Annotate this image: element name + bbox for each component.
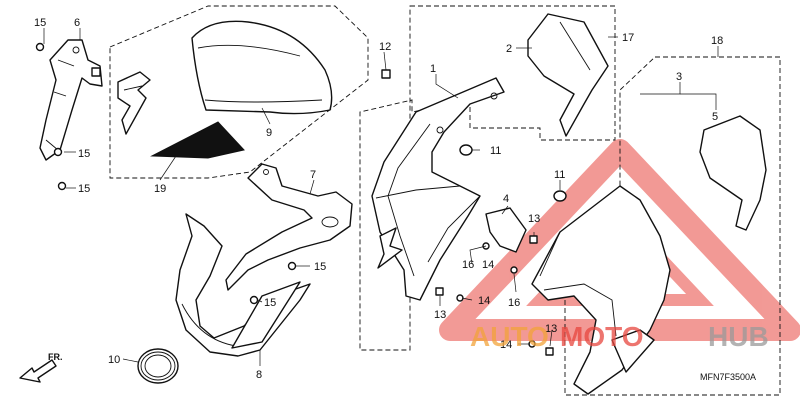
callout-14: 14	[500, 339, 512, 351]
callout-19: 19	[154, 183, 166, 195]
callout-15: 15	[314, 261, 326, 273]
leader-lines	[43, 28, 719, 366]
front-direction-arrow: FR.	[19, 352, 63, 383]
callout-11: 11	[554, 169, 565, 181]
part-17-inner-panel	[527, 13, 609, 137]
callout-1: 1	[430, 63, 436, 75]
callout-11: 11	[490, 145, 501, 157]
emblem-decal	[117, 71, 151, 135]
callout-15: 15	[78, 183, 90, 195]
callout-9: 9	[266, 127, 272, 139]
callout-8: 8	[256, 369, 262, 381]
part-5-inner-panel	[699, 115, 767, 231]
callout-10: 10	[108, 354, 120, 366]
callout-14: 14	[478, 295, 490, 307]
callout-17: 17	[622, 32, 634, 44]
diagram-code: MFN7F3500A	[700, 372, 756, 382]
group-box-18	[564, 56, 781, 396]
part-8-middle-cowl	[175, 213, 311, 357]
callout-18: 18	[711, 35, 723, 47]
group-box-19	[109, 5, 369, 179]
callout-4: 4	[503, 193, 509, 205]
callout-6: 6	[74, 17, 80, 29]
watermark-moto: MOTO	[560, 321, 643, 352]
part-18-side-cowl	[531, 185, 671, 395]
callout-3: 3	[676, 71, 682, 83]
callout-2: 2	[506, 43, 512, 55]
part-9-upper-cowl	[191, 20, 333, 115]
part-6-bracket	[39, 39, 103, 161]
part-10-ring	[137, 348, 179, 384]
part-7-center-stay	[225, 163, 353, 291]
part-19-stripe	[150, 121, 245, 159]
fr-label: FR.	[48, 352, 63, 362]
callout-16: 16	[508, 297, 520, 309]
fasteners	[35, 42, 567, 356]
callout-12: 12	[379, 41, 391, 53]
callout-7: 7	[310, 169, 316, 181]
callout-5: 5	[712, 111, 718, 123]
part-1-side-cowl	[371, 77, 505, 301]
callout-13: 13	[545, 323, 557, 335]
callout-15: 15	[264, 297, 276, 309]
callout-13: 13	[528, 213, 540, 225]
callout-14: 14	[482, 259, 494, 271]
watermark-auto: AUTO	[470, 321, 549, 352]
callout-15: 15	[34, 17, 46, 29]
part-4-cover	[485, 207, 527, 253]
callout-13: 13	[434, 309, 446, 321]
watermark-hub: HUB	[708, 321, 769, 352]
callout-numbers: 15 6 15 15 12 9 19 7 15 15 10 8 1 2 17 1…	[34, 17, 723, 381]
callout-15: 15	[78, 148, 90, 160]
callout-16: 16	[462, 259, 474, 271]
watermark-text: AUTO MOTO HUB	[470, 321, 769, 352]
